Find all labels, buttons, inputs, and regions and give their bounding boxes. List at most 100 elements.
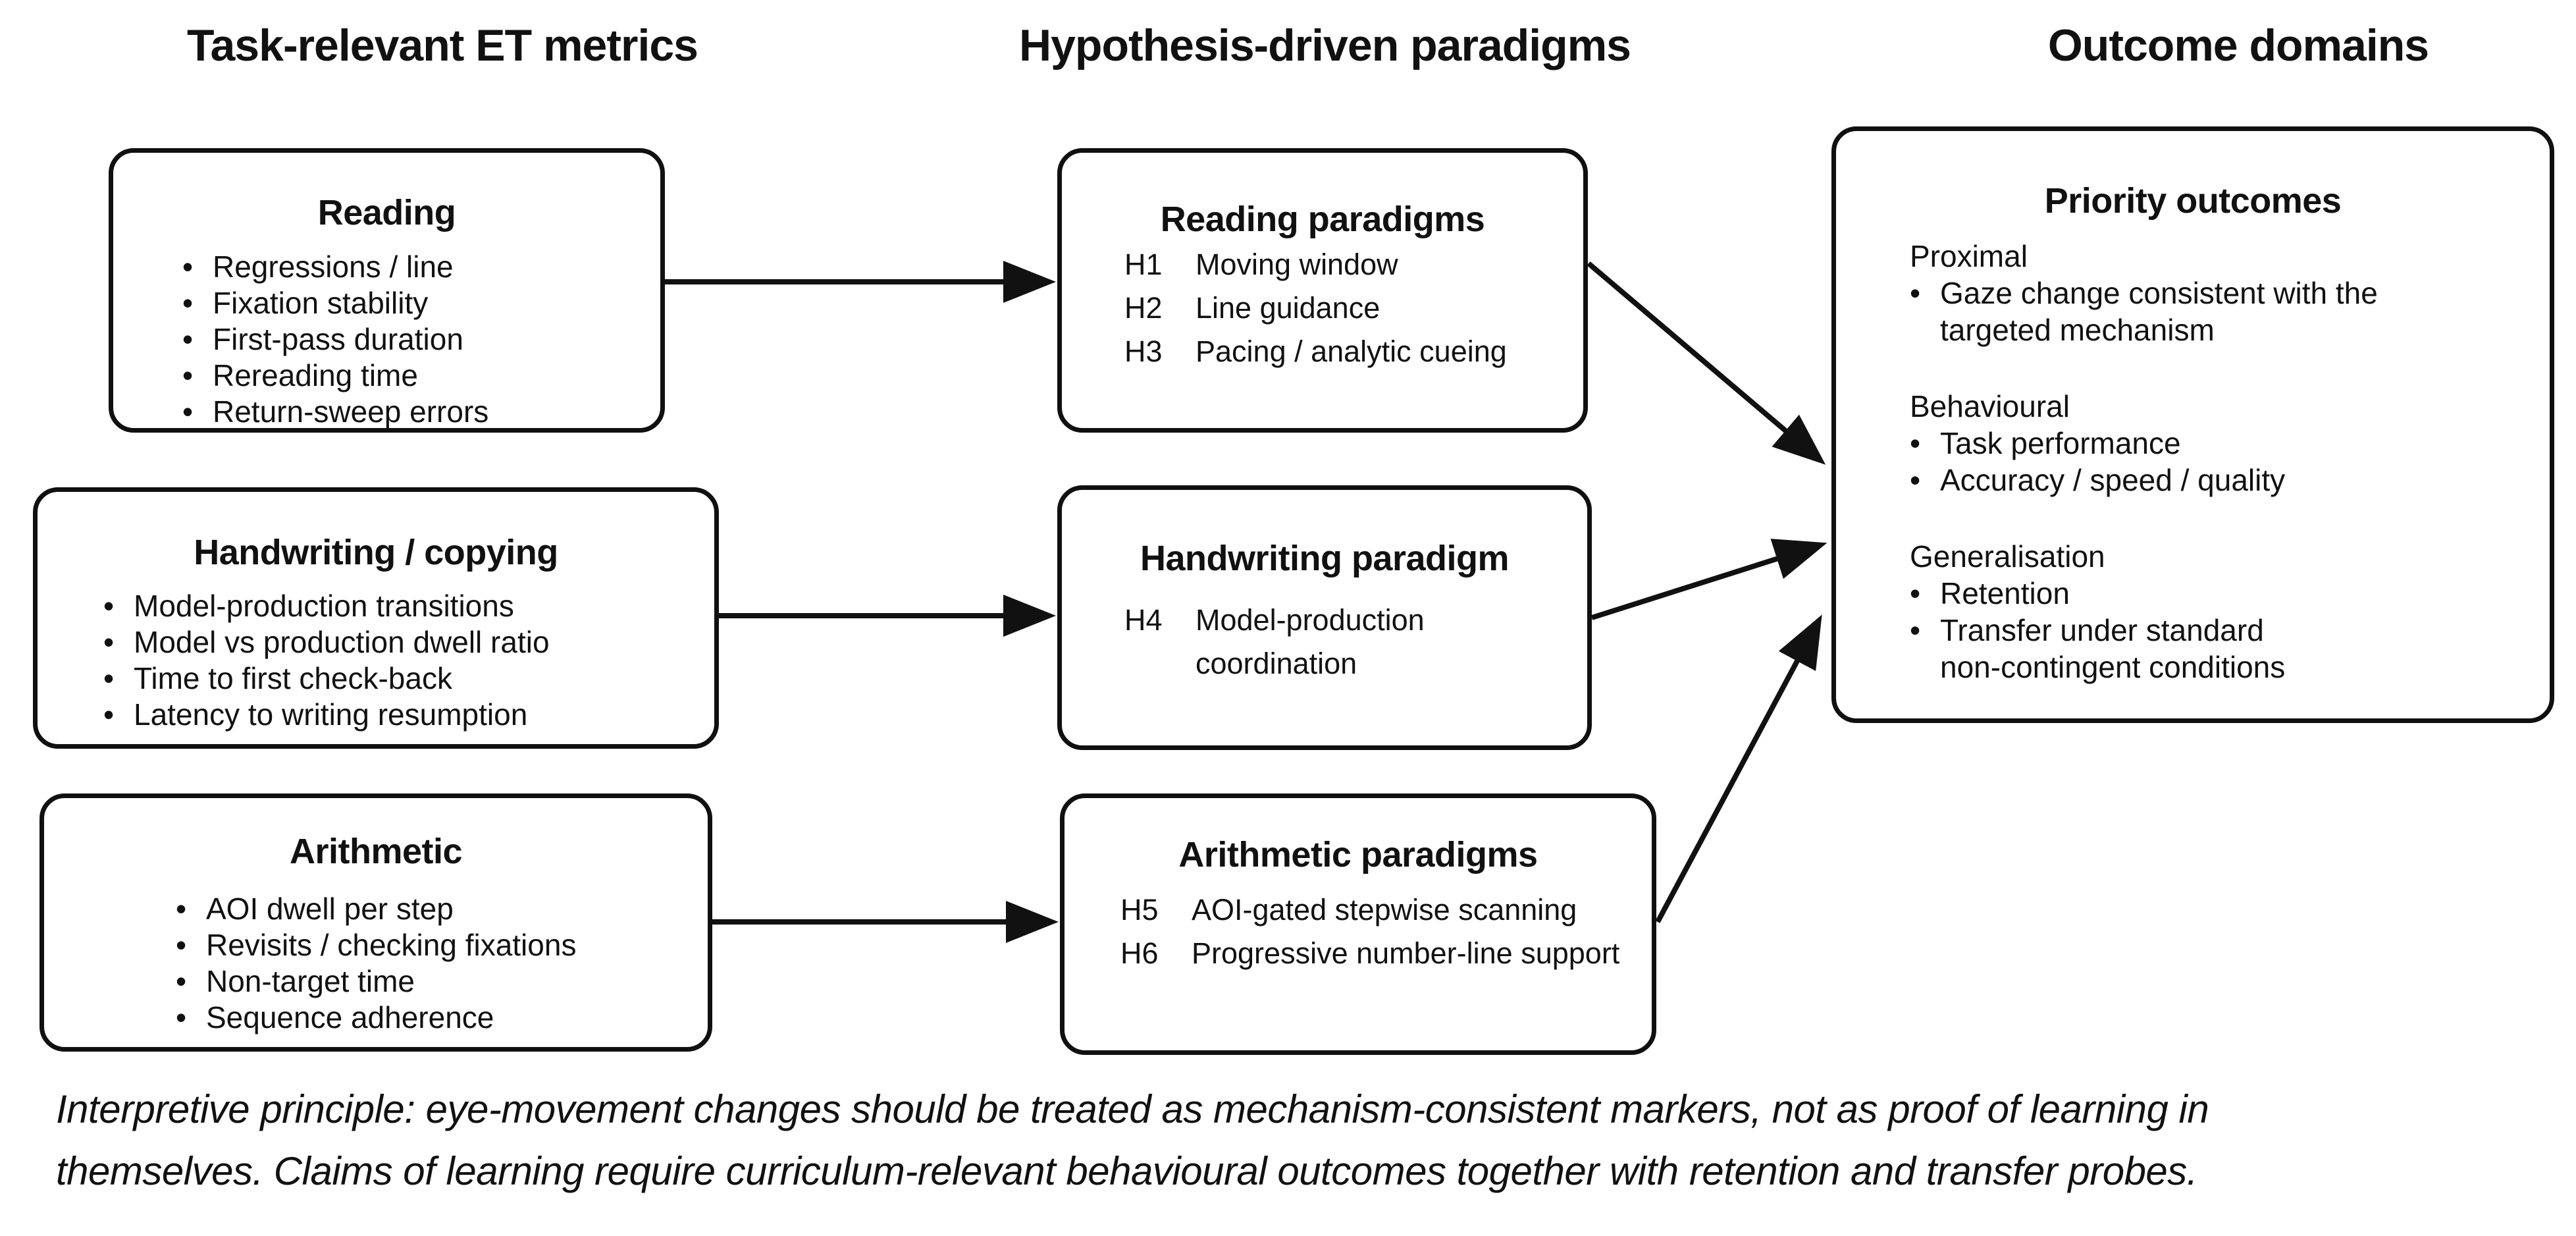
box-title: Arithmetic paradigms (1178, 835, 1538, 874)
reading-paradigms-box: Reading paradigms H1 Moving window H2 Li… (1057, 148, 1588, 433)
box-title: Handwriting / copying (194, 533, 558, 572)
hypothesis-text: Pacing / analytic cueing (1196, 335, 1507, 368)
bullet-text: Non-target time (206, 964, 415, 998)
list-item: • Regressions / line (182, 249, 660, 285)
list-item: • Rereading time (182, 358, 660, 394)
box-title: Handwriting paradigm (1140, 539, 1510, 578)
list-item: • Task performance (1910, 425, 2523, 462)
bullet-icon: • (182, 394, 194, 429)
hypothesis-list: H1 Moving window H2 Line guidance H3 Pac… (1062, 243, 1583, 373)
bullet-text-line: targeted mechanism (1940, 313, 2215, 347)
hypothesis-label: H1 (1124, 248, 1163, 281)
bullet-text: Retention (1940, 576, 2070, 610)
list-item: • Latency to writing resumption (103, 697, 714, 733)
list-item: • Return-sweep errors (182, 394, 660, 430)
bullet-text: Sequence adherence (206, 1000, 494, 1034)
list-item: • Retention (1910, 575, 2523, 612)
caption-line: themselves. Claims of learning require c… (56, 1149, 2197, 1193)
hypothesis-text: Moving window (1196, 248, 1398, 281)
hypothesis-text: Line guidance (1196, 291, 1380, 325)
caption-line: Interpretive principle: eye-movement cha… (56, 1087, 2209, 1131)
bullet-text: Accuracy / speed / quality (1940, 463, 2286, 497)
priority-outcomes-box: Priority outcomes Proximal • Gaze change… (1831, 126, 2554, 723)
box-title: Reading paradigms (1160, 200, 1485, 239)
bullet-text: Model vs production dwell ratio (134, 625, 550, 659)
bullet-icon: • (103, 697, 115, 732)
list-item: • Fixation stability (182, 285, 660, 321)
bullet-icon: • (182, 286, 194, 320)
list-item: • Revisits / checking fixations (176, 927, 708, 963)
bullet-icon: • (1910, 613, 1921, 647)
bullet-text: Gaze change consistent with the targeted… (1940, 275, 2378, 348)
arithmetic-metrics-box: Arithmetic • AOI dwell per step • Revisi… (39, 793, 712, 1052)
bullet-text: Return-sweep errors (213, 394, 489, 429)
bullet-text: Time to first check-back (134, 661, 452, 695)
bullet-icon: • (176, 1000, 187, 1034)
arrow-arithmetic-paradigms-to-outcomes (1655, 614, 1822, 923)
list-item: • Sequence adherence (176, 1000, 708, 1036)
arithmetic-paradigms-box: Arithmetic paradigms H5 AOI-gated stepwi… (1060, 793, 1656, 1055)
hypothesis-list: H4 Model-production coordination (1062, 599, 1587, 685)
hypothesis-label: H3 (1124, 335, 1163, 368)
bullet-icon: • (1910, 276, 1921, 310)
list-item: • Model vs production dwell ratio (103, 624, 714, 660)
bullet-text: Model-production transitions (134, 589, 514, 623)
hypothesis-list: H5 AOI-gated stepwise scanning H6 Progre… (1065, 888, 1652, 975)
hypothesis-text-line: Model-production (1196, 603, 1425, 637)
hypothesis-text: AOI-gated stepwise scanning (1192, 893, 1577, 927)
bullet-text-line: Transfer under standard (1940, 613, 2264, 647)
arrow-handwriting-paradigm-to-outcomes (1590, 539, 1827, 620)
bullet-icon: • (103, 589, 115, 623)
hypothesis-item: H1 Moving window (1124, 243, 1583, 286)
handwriting-metrics-box: Handwriting / copying • Model-production… (33, 487, 719, 749)
list-item: • Non-target time (176, 963, 708, 1000)
outcome-sections: Proximal • Gaze change consistent with t… (1836, 238, 2550, 685)
hypothesis-label: H2 (1124, 291, 1163, 325)
bullet-text: Revisits / checking fixations (206, 928, 577, 962)
interpretive-principle-caption: Interpretive principle: eye-movement cha… (56, 1079, 2558, 1202)
bullet-text: Regressions / line (213, 250, 454, 284)
box-title: Reading (317, 193, 456, 232)
bullet-text: First-pass duration (213, 322, 463, 356)
hypothesis-item: H3 Pacing / analytic cueing (1124, 330, 1583, 373)
section-label: Proximal (1910, 239, 2028, 273)
bullet-text: Rereading time (213, 358, 418, 392)
bullet-icon: • (176, 928, 187, 962)
list-item: • First-pass duration (182, 321, 660, 358)
outcome-section-generalisation: Generalisation • Retention • Transfer un… (1910, 538, 2523, 685)
box-title: Arithmetic (289, 832, 463, 871)
box-title: Priority outcomes (2044, 181, 2342, 221)
bullet-icon: • (182, 358, 194, 392)
bullet-icon: • (1910, 463, 1921, 497)
bullet-icon: • (176, 964, 187, 998)
bullet-text-line: Gaze change consistent with the (1940, 276, 2378, 310)
hypothesis-item: H4 Model-production coordination (1124, 599, 1587, 685)
bullet-text: Transfer under standard non-contingent c… (1940, 612, 2285, 685)
bullet-text: Fixation stability (213, 286, 429, 320)
bullet-icon: • (1910, 576, 1921, 610)
arrow-reading-paradigms-to-outcomes (1587, 261, 1826, 465)
list-item: • AOI dwell per step (176, 891, 708, 927)
section-label: Generalisation (1910, 539, 2105, 574)
bullet-list: • Regressions / line • Fixation stabilit… (113, 249, 660, 430)
list-item: • Time to first check-back (103, 660, 714, 697)
bullet-text-line: non-contingent conditions (1940, 650, 2286, 684)
list-item: • Transfer under standard non-contingent… (1910, 612, 2523, 685)
column-header-metrics: Task-relevant ET metrics (187, 20, 698, 70)
bullet-icon: • (182, 322, 194, 356)
column-header-outcomes: Outcome domains (2047, 20, 2429, 70)
outcome-section-proximal: Proximal • Gaze change consistent with t… (1910, 238, 2523, 348)
reading-metrics-box: Reading • Regressions / line • Fixation … (109, 148, 665, 433)
hypothesis-label: H6 (1120, 936, 1159, 970)
list-item: • Accuracy / speed / quality (1910, 462, 2523, 498)
list-item: • Model-production transitions (103, 588, 714, 624)
bullet-icon: • (1910, 426, 1921, 460)
bullet-text: Task performance (1940, 426, 2181, 460)
hypothesis-text: Model-production coordination (1196, 599, 1425, 685)
outcome-section-behavioural: Behavioural • Task performance • Accurac… (1910, 388, 2523, 498)
hypothesis-item: H2 Line guidance (1124, 286, 1583, 330)
bullet-icon: • (103, 661, 115, 695)
bullet-text: Latency to writing resumption (134, 697, 528, 732)
hypothesis-label: H4 (1124, 603, 1163, 637)
